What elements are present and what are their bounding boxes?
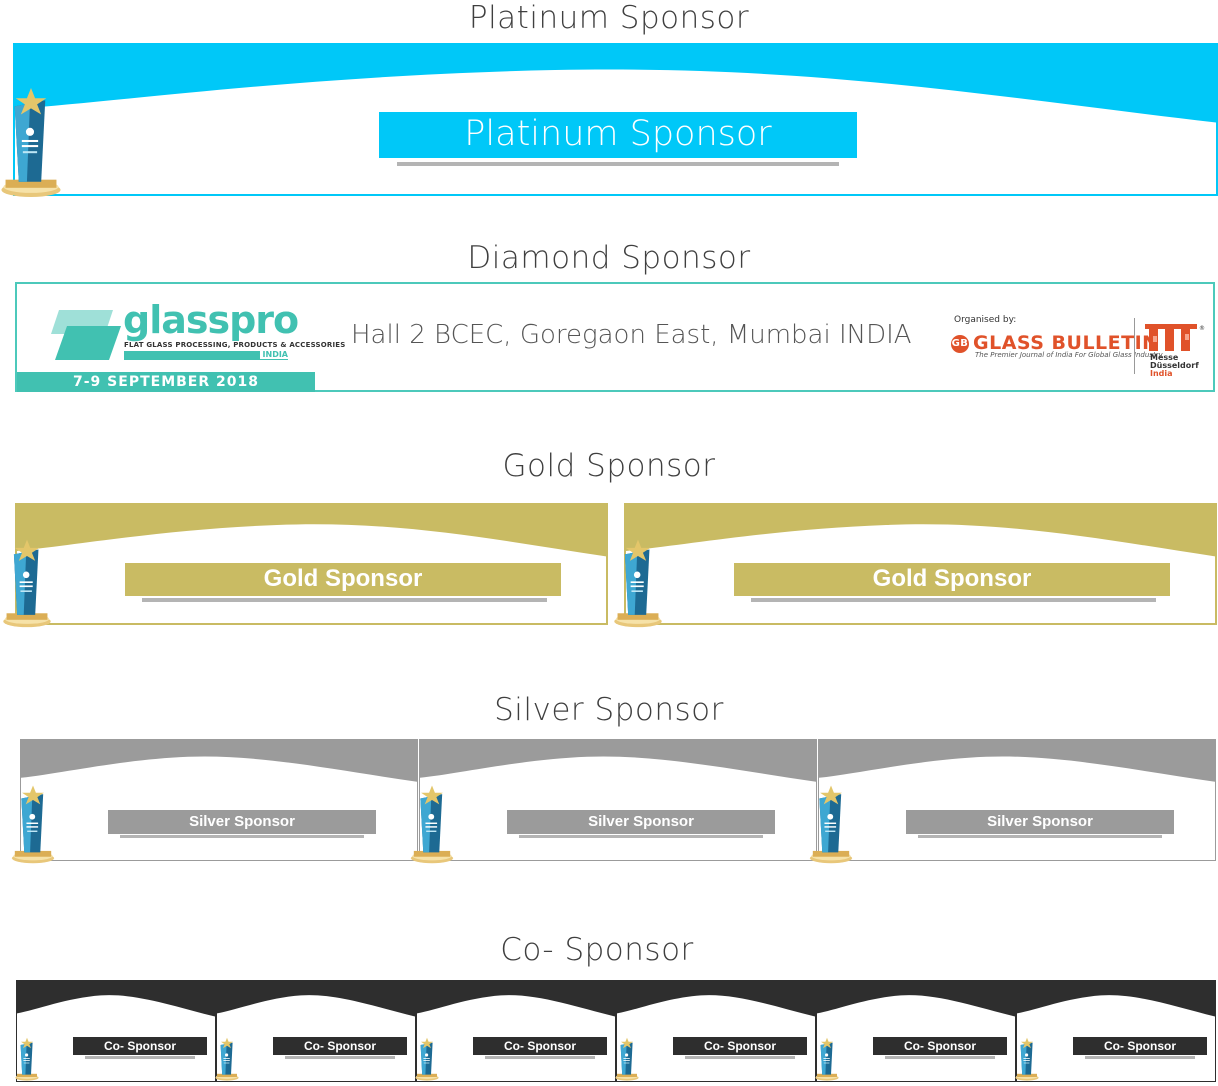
co-sponsor-panel: Co- Sponsor [1016,980,1216,1082]
co-wave [417,981,615,1017]
gold-banner-shadow [751,598,1156,602]
co-banner: Co- Sponsor [873,1037,1007,1055]
silver-wave [420,740,816,782]
event-dates: 7-9 SEPTEMBER 2018 [17,372,315,392]
gold-wave [17,505,606,557]
gold-heading: Gold Sponsor [502,448,716,484]
platinum-heading: Platinum Sponsor [468,0,750,36]
trophy-icon [0,86,62,198]
silver-banner: Silver Sponsor [108,810,376,834]
co-banner: Co- Sponsor [73,1037,207,1055]
platinum-banner: Platinum Sponsor [379,112,857,158]
gb-icon: GB [951,334,969,353]
logo-divider [1134,318,1135,374]
silver-wave [21,740,417,782]
trophy-icon [1015,1036,1039,1082]
organised-by-label: Organised by: [954,315,1017,325]
co-banner-shadow [85,1056,195,1059]
silver-banner-shadow [918,835,1162,838]
co-banner-shadow [285,1056,395,1059]
svg-text:®: ® [1199,325,1205,332]
trophy-icon [2,538,52,628]
co-sponsor-panel: Co- Sponsor [616,980,816,1082]
diamond-heading: Diamond Sponsor [467,240,751,276]
partner-line3: India [1150,369,1173,378]
co-wave [217,981,415,1017]
trophy-icon [815,1036,839,1082]
silver-banner-shadow [519,835,763,838]
gold-wave [626,505,1215,557]
co-banner: Co- Sponsor [1073,1037,1207,1055]
co-sponsor-heading: Co- Sponsor [500,932,694,968]
silver-heading: Silver Sponsor [494,692,724,728]
trophy-icon [415,1036,439,1082]
glass-bulletin-name: GLASS BULLETIN [973,332,1159,354]
co-sponsor-panel: Co- Sponsor [416,980,616,1082]
silver-banner: Silver Sponsor [507,810,775,834]
silver-sponsor-panel: Silver Sponsor [419,739,817,861]
co-sponsor-panel: Co- Sponsor [216,980,416,1082]
co-wave [617,981,815,1017]
platinum-wave [15,45,1216,123]
partner-line2: Düsseldorf [1150,361,1199,370]
co-banner-shadow [885,1056,995,1059]
gold-banner: Gold Sponsor [734,563,1170,596]
gold-banner-shadow [142,598,547,602]
co-banner: Co- Sponsor [473,1037,607,1055]
co-banner: Co- Sponsor [673,1037,807,1055]
glasspro-subtitle: FLAT GLASS PROCESSING, PRODUCTS & ACCESS… [124,341,346,349]
gold-sponsor-panel-1: Gold Sponsor [15,503,608,625]
glasspro-india-bar: INDIA [124,350,288,360]
co-sponsor-panel: Co- Sponsor [816,980,1016,1082]
glasspro-logo-icon [51,310,121,360]
glass-bulletin-tagline: The Premier Journal of India For Global … [975,351,1163,359]
glasspro-logo-text: glasspro [123,298,299,342]
trophy-icon [215,1036,239,1082]
co-wave [1017,981,1215,1017]
gold-banner: Gold Sponsor [125,563,561,596]
silver-sponsor-panel: Silver Sponsor [818,739,1216,861]
silver-banner-shadow [120,835,364,838]
co-banner-shadow [1085,1056,1195,1059]
co-sponsor-panel: Co- Sponsor [16,980,216,1082]
messe-duesseldorf-logo-icon: ® [1145,324,1205,351]
trophy-icon [613,538,663,628]
trophy-icon [11,784,55,864]
co-wave [17,981,215,1017]
silver-wave [819,740,1215,782]
event-venue: Hall 2 BCEC, Goregaon East, Mumbai INDIA [351,320,912,350]
trophy-icon [615,1036,639,1082]
co-banner: Co- Sponsor [273,1037,407,1055]
messe-duesseldorf-text: Messe Düsseldorf India [1150,354,1199,378]
platinum-sponsor-panel: Platinum Sponsor [13,43,1218,196]
trophy-icon [15,1036,39,1082]
silver-sponsor-panel: Silver Sponsor [20,739,418,861]
trophy-icon [809,784,853,864]
partner-line1: Messe [1150,353,1179,362]
co-banner-shadow [685,1056,795,1059]
platinum-banner-shadow [397,162,839,166]
glasspro-country: INDIA [259,350,288,359]
diamond-sponsor-panel: glasspro FLAT GLASS PROCESSING, PRODUCTS… [15,282,1215,392]
co-banner-shadow [485,1056,595,1059]
co-wave [817,981,1015,1017]
trophy-icon [410,784,454,864]
gold-sponsor-panel-2: Gold Sponsor [624,503,1217,625]
silver-banner: Silver Sponsor [906,810,1174,834]
